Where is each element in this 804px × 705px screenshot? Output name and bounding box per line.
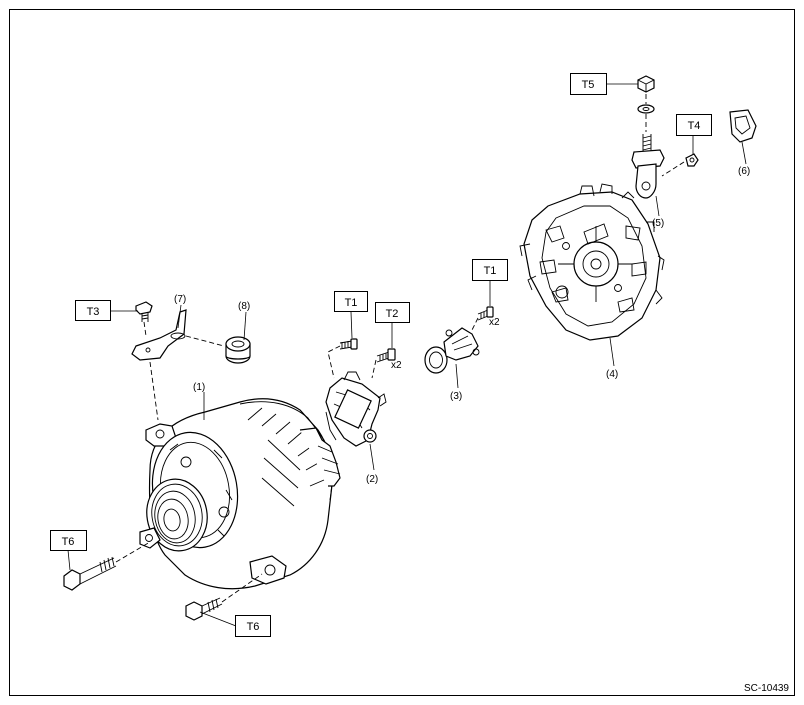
torque-label-t1-regulator: T1 xyxy=(334,291,368,312)
torque-label-t6-lower: T6 xyxy=(235,615,271,637)
qty-t2: x2 xyxy=(391,360,402,371)
svg-text:T4: T4 xyxy=(688,120,701,132)
callout-part-6: (6) xyxy=(738,166,750,177)
callout-part-1: (1) xyxy=(193,382,205,393)
callout-part-8: (8) xyxy=(238,301,250,312)
svg-text:T3: T3 xyxy=(87,306,100,318)
terminal-bolt-part xyxy=(631,134,665,199)
torque-label-t3: T3 xyxy=(75,300,111,321)
t5-nut xyxy=(637,75,655,93)
alternator-body xyxy=(139,398,341,590)
t4-nut xyxy=(685,153,699,167)
qty-t1-terminal: x2 xyxy=(489,317,500,328)
svg-text:T6: T6 xyxy=(62,536,75,548)
torque-label-t5: T5 xyxy=(570,73,607,95)
svg-text:T2: T2 xyxy=(386,308,399,320)
callout-part-7: (7) xyxy=(174,294,186,305)
callout-part-2: (2) xyxy=(366,474,378,485)
figure-frame xyxy=(9,9,795,696)
cap-part xyxy=(729,109,757,143)
svg-text:T5: T5 xyxy=(582,79,595,91)
bracket-part xyxy=(131,309,187,361)
terminal-part xyxy=(424,327,480,374)
svg-text:T1: T1 xyxy=(484,265,497,277)
torque-label-t1-terminal: T1 xyxy=(472,259,508,281)
alignment-lines xyxy=(115,94,685,603)
rear-cover-part xyxy=(519,183,665,341)
svg-text:T1: T1 xyxy=(345,297,358,309)
torque-label-t2: T2 xyxy=(375,302,410,323)
regulator-part xyxy=(325,371,387,447)
t1-regulator-bolt xyxy=(339,338,358,350)
figure-code: SC-10439 xyxy=(744,683,789,694)
torque-label-t6-upper: T6 xyxy=(50,530,87,551)
callout-part-5: (5) xyxy=(652,218,664,229)
t1-terminal-bolt xyxy=(477,306,494,321)
grommet-part xyxy=(225,336,251,364)
t6-upper-bolt xyxy=(63,556,117,591)
callout-part-3: (3) xyxy=(450,391,462,402)
leader-lines xyxy=(67,83,747,627)
callout-part-4: (4) xyxy=(606,369,618,380)
t2-bolt xyxy=(376,348,396,363)
t3-bolt xyxy=(135,301,153,322)
svg-text:T6: T6 xyxy=(247,621,260,633)
t6-lower-bolt xyxy=(185,597,223,621)
washer xyxy=(637,104,655,114)
torque-label-t4: T4 xyxy=(676,114,712,136)
